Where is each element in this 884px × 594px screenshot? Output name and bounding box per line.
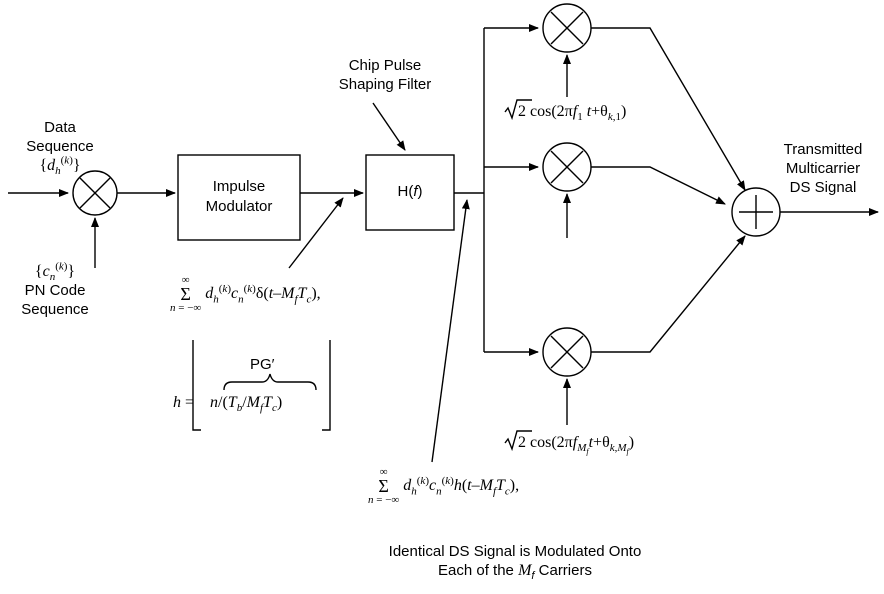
pn-multiplier [72, 170, 118, 216]
impulse-modulator-box [177, 154, 301, 241]
impulse-modulator-label: Impulse Modulator [205, 178, 273, 215]
filter-title-pointer [372, 102, 406, 151]
h-fraction: n/(Tb/MfTc) [210, 394, 283, 415]
carrier-1-label: 2 cos(2πf1 t+θk,1) [518, 103, 627, 124]
carrier-multiplier-1 [542, 3, 592, 53]
pn-code-label: PN Code Sequence [21, 282, 89, 318]
impulse-expr-pointer [288, 197, 344, 269]
carrier-m-label: 2 cos(2πfMft+θk,Mf) [518, 434, 635, 457]
data-sequence-label: Data Sequence [26, 119, 94, 155]
filter-title-label: Chip Pulse Shaping Filter [338, 57, 432, 93]
bottom-caption: Identical DS Signal is Modulated Onto Ea… [388, 543, 642, 582]
summer [731, 187, 781, 237]
filter-box-label: H(f) [397, 183, 423, 200]
pg-label: PG′ [250, 356, 275, 373]
shaped-expr-pointer [431, 199, 470, 463]
output-label: Transmitted Multicarrier DS Signal [783, 141, 863, 196]
top-to-summer-arrow [591, 27, 746, 191]
middle-to-summer-arrow [591, 166, 726, 205]
pg-overbrace [223, 373, 317, 391]
bottom-to-summer-arrow [591, 235, 746, 353]
data-symbol: {dh(k)} [39, 154, 81, 178]
carrier-multiplier-m [542, 327, 592, 377]
sqrt-sign-m [504, 430, 532, 452]
carrier-multiplier-2 [542, 142, 592, 192]
h-expression: h = [173, 394, 195, 411]
sqrt-sign-1 [504, 99, 532, 121]
pn-symbol: {cn(k)} [34, 260, 76, 284]
floor-brackets [192, 340, 331, 431]
